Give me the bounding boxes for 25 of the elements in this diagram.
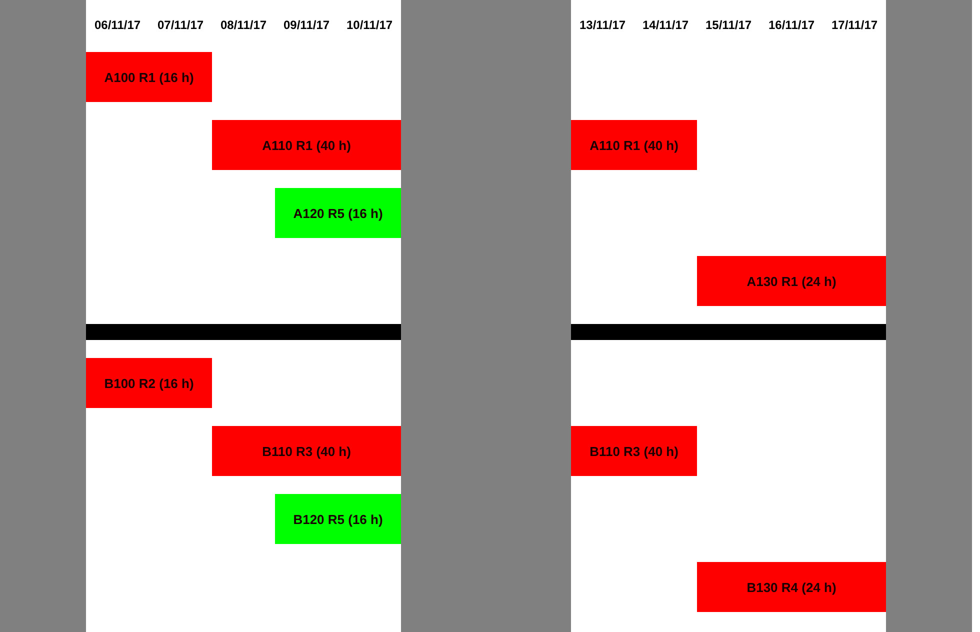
task-bar: B110 R3 (40 h) xyxy=(212,426,401,476)
date-label: 08/11/17 xyxy=(220,18,267,32)
date-label: 17/11/17 xyxy=(832,18,878,32)
date-label: 10/11/17 xyxy=(346,18,393,32)
task-bar: A110 R1 (40 h) xyxy=(571,120,697,170)
shaded-band xyxy=(401,0,571,632)
task-bar: B100 R2 (16 h) xyxy=(86,358,212,408)
shaded-band xyxy=(886,0,972,632)
shaded-band xyxy=(0,0,86,632)
task-bar: B130 R4 (24 h) xyxy=(697,562,886,612)
date-label: 16/11/17 xyxy=(768,18,815,32)
task-bar: B120 R5 (16 h) xyxy=(275,494,401,544)
task-bar: A120 R5 (16 h) xyxy=(275,188,401,238)
date-label: 14/11/17 xyxy=(642,18,689,32)
task-bar: A130 R1 (24 h) xyxy=(697,256,886,306)
task-bar: A100 R1 (16 h) xyxy=(86,52,212,102)
date-label: 15/11/17 xyxy=(706,18,752,32)
separator-bar xyxy=(571,324,886,340)
task-bar: B110 R3 (40 h) xyxy=(571,426,697,476)
date-label: 13/11/17 xyxy=(580,18,626,32)
date-label: 09/11/17 xyxy=(284,18,330,32)
date-label: 07/11/17 xyxy=(158,18,204,32)
separator-bar xyxy=(86,324,401,340)
date-label: 06/11/17 xyxy=(94,18,141,32)
task-bar: A110 R1 (40 h) xyxy=(212,120,401,170)
